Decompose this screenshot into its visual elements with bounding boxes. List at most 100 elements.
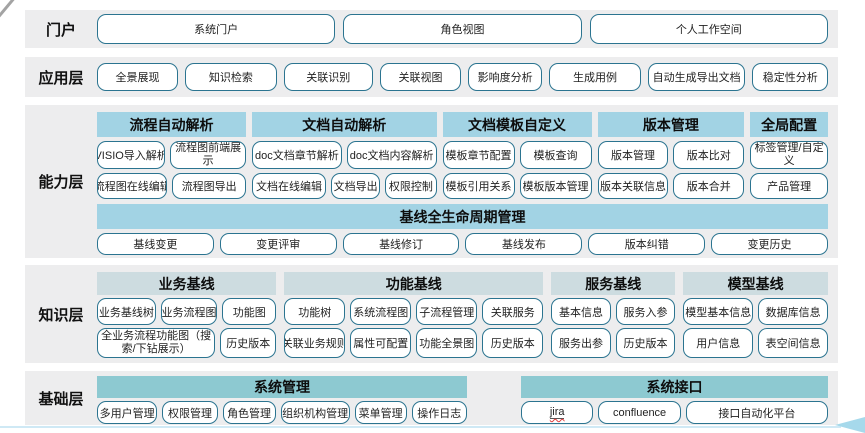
confluence-box: confluence xyxy=(598,401,681,424)
flowchart-export-box: 流程图导出 xyxy=(172,173,246,199)
baseline-lifecycle-header: 基线全生命周期管理 xyxy=(97,204,828,229)
flowchart-online-edit-box: 流程图在线编辑 xyxy=(97,173,168,199)
group-model-baseline: 模型基线 模型基本信息 数据库信息 用户信息 表空间信息 xyxy=(683,272,829,358)
version-correction-box: 版本纠错 xyxy=(588,233,706,255)
database-info-box: 数据库信息 xyxy=(758,298,829,325)
doc-online-edit-box: 文档在线编辑 xyxy=(252,173,327,199)
group-row: 模板引用关系 模板版本管理 xyxy=(442,173,592,199)
corner-fold-line xyxy=(0,0,19,18)
doc-export-box: 文档导出 xyxy=(331,173,381,199)
group-row: 产品管理 xyxy=(750,173,828,199)
group-row: 版本管理 版本比对 xyxy=(597,141,745,169)
group-row: 关联业务规则 属性可配置 功能全景图 历史版本 xyxy=(284,328,544,358)
role-mgmt-box: 角色管理 xyxy=(222,401,276,424)
left-arrow-icon xyxy=(835,417,865,433)
layer-knowledge-label: 知识层 xyxy=(38,306,84,324)
group-process-auto-parse: 流程自动解析 VISIO导入解析 流程图前端展示 流程图在线编辑 流程图导出 xyxy=(97,112,246,199)
layer-knowledge-content: 业务基线 业务基线树 业务流程图 功能图 全业务流程功能图（搜索/下钻展示） 历… xyxy=(97,265,829,363)
service-input-param-box: 服务入参 xyxy=(615,298,676,325)
group-row: 标签管理/自定义 xyxy=(750,141,828,169)
baseline-lifecycle-row: 基线变更 变更评审 基线修订 基线发布 版本纠错 变更历史 xyxy=(97,233,828,255)
layer-capability-content: 流程自动解析 VISIO导入解析 流程图前端展示 流程图在线编辑 流程图导出 文… xyxy=(97,105,828,258)
group-row: 版本关联信息 版本合并 xyxy=(597,173,745,199)
layer-portal-content: 系统门户 角色视图 个人工作空间 xyxy=(97,10,828,48)
tag-mgmt-custom-box: 标签管理/自定义 xyxy=(750,141,828,169)
group-row: 文档在线编辑 文档导出 权限控制 xyxy=(252,173,437,199)
layer-knowledge: 知识层 业务基线 业务基线树 业务流程图 功能图 全业务流程功能图（搜索/下钻展… xyxy=(25,265,838,363)
group-row: VISIO导入解析 流程图前端展示 xyxy=(97,141,246,169)
flowchart-frontend-display-box: 流程图前端展示 xyxy=(170,141,246,169)
layer-portal: 门户 系统门户 角色视图 个人工作空间 xyxy=(25,10,838,48)
template-ref-relation-box: 模板引用关系 xyxy=(442,173,515,199)
group-row: 全业务流程功能图（搜索/下钻展示） 历史版本 xyxy=(97,328,277,358)
related-business-rule-box: 关联业务规则 xyxy=(284,328,346,358)
group-row: 模板章节配置 模板查询 xyxy=(442,141,592,169)
group-row: 业务基线树 业务流程图 功能图 xyxy=(97,298,277,325)
tablespace-info-box: 表空间信息 xyxy=(758,328,829,358)
operation-log-box: 操作日志 xyxy=(411,401,467,424)
group-process-auto-parse-header: 流程自动解析 xyxy=(97,112,246,137)
change-history-box: 变更历史 xyxy=(711,233,828,255)
group-service-baseline: 服务基线 基本信息 服务入参 服务出参 历史版本 xyxy=(551,272,676,358)
group-row: 多用户管理 权限管理 角色管理 组织机构管理 菜单管理 操作日志 xyxy=(97,401,467,424)
layer-application-content: 全景展现 知识检索 关联识别 关联视图 影响度分析 生成用例 自动生成导出文档 … xyxy=(97,57,828,97)
business-flowchart-box: 业务流程图 xyxy=(160,298,218,325)
multi-user-mgmt-box: 多用户管理 xyxy=(97,401,158,424)
relation-view-box: 关联视图 xyxy=(380,63,462,91)
group-row: 流程图在线编辑 流程图导出 xyxy=(97,173,246,199)
template-query-box: 模板查询 xyxy=(519,141,592,169)
history-version-box: 历史版本 xyxy=(482,328,544,358)
group-global-config-header: 全局配置 xyxy=(750,112,828,137)
service-output-param-box: 服务出参 xyxy=(551,328,611,358)
org-mgmt-box: 组织机构管理 xyxy=(280,401,350,424)
layer-base-label: 基础层 xyxy=(38,390,84,408)
version-relation-info-box: 版本关联信息 xyxy=(597,173,669,199)
group-service-baseline-header: 服务基线 xyxy=(551,272,676,295)
function-diagram-box: 功能图 xyxy=(222,298,277,325)
doc-content-parse-box: doc文档内容解析 xyxy=(346,141,437,169)
doc-chapter-parse-box: doc文档章节解析 xyxy=(252,141,342,169)
group-function-baseline-header: 功能基线 xyxy=(284,272,544,295)
group-business-baseline: 业务基线 业务基线树 业务流程图 功能图 全业务流程功能图（搜索/下钻展示） 历… xyxy=(97,272,277,358)
knowledge-search-box: 知识检索 xyxy=(185,63,277,91)
generate-usecase-box: 生成用例 xyxy=(549,63,641,91)
knowledge-groups: 业务基线 业务基线树 业务流程图 功能图 全业务流程功能图（搜索/下钻展示） 历… xyxy=(97,272,829,358)
role-view-box: 角色视图 xyxy=(343,14,582,44)
group-row: 服务出参 历史版本 xyxy=(551,328,676,358)
visio-import-parse-box: VISIO导入解析 xyxy=(97,141,166,169)
group-row: 基本信息 服务入参 xyxy=(551,298,676,325)
group-row: 用户信息 表空间信息 xyxy=(683,328,829,358)
function-tree-box: 功能树 xyxy=(284,298,346,325)
basic-info-box: 基本信息 xyxy=(551,298,611,325)
group-doc-template-custom: 文档模板自定义 模板章节配置 模板查询 模板引用关系 模板版本管理 xyxy=(442,112,592,199)
version-mgmt-box: 版本管理 xyxy=(597,141,669,169)
template-chapter-config-box: 模板章节配置 xyxy=(442,141,515,169)
base-groups: 系统管理 多用户管理 权限管理 角色管理 组织机构管理 菜单管理 操作日志 系统… xyxy=(97,376,829,424)
subprocess-mgmt-box: 子流程管理 xyxy=(416,298,478,325)
system-flowchart-box: 系统流程图 xyxy=(350,298,412,325)
panorama-display-box: 全景展现 xyxy=(97,63,179,91)
group-business-baseline-header: 业务基线 xyxy=(97,272,277,295)
jira-box: jira xyxy=(520,401,594,424)
group-row: 功能树 系统流程图 子流程管理 关联服务 xyxy=(284,298,544,325)
bottom-accent-line xyxy=(0,426,841,428)
group-function-baseline: 功能基线 功能树 系统流程图 子流程管理 关联服务 关联业务规则 属性可配置 功… xyxy=(284,272,544,358)
auto-generate-export-doc-box: 自动生成导出文档 xyxy=(647,63,746,91)
menu-mgmt-box: 菜单管理 xyxy=(354,401,407,424)
baseline-revise-box: 基线修订 xyxy=(342,233,460,255)
product-mgmt-box: 产品管理 xyxy=(750,173,828,199)
version-compare-box: 版本比对 xyxy=(673,141,745,169)
layer-application: 应用层 全景展现 知识检索 关联识别 关联视图 影响度分析 生成用例 自动生成导… xyxy=(25,57,838,97)
system-portal-box: 系统门户 xyxy=(97,14,336,44)
interface-automation-platform-box: 接口自动化平台 xyxy=(685,401,829,424)
layer-portal-label: 门户 xyxy=(45,21,76,39)
baseline-release-box: 基线发布 xyxy=(465,233,583,255)
group-model-baseline-header: 模型基线 xyxy=(683,272,828,295)
group-system-mgmt: 系统管理 多用户管理 权限管理 角色管理 组织机构管理 菜单管理 操作日志 xyxy=(97,376,467,424)
jira-label: jira xyxy=(549,406,565,419)
layer-capability: 能力层 流程自动解析 VISIO导入解析 流程图前端展示 流程图在线编辑 流程图… xyxy=(25,105,838,258)
permission-mgmt-box: 权限管理 xyxy=(162,401,218,424)
group-system-interface-header: 系统接口 xyxy=(520,376,828,398)
group-system-interface: 系统接口 jira confluence 接口自动化平台 xyxy=(520,376,829,424)
group-doc-auto-parse: 文档自动解析 doc文档章节解析 doc文档内容解析 文档在线编辑 文档导出 权… xyxy=(252,112,437,199)
